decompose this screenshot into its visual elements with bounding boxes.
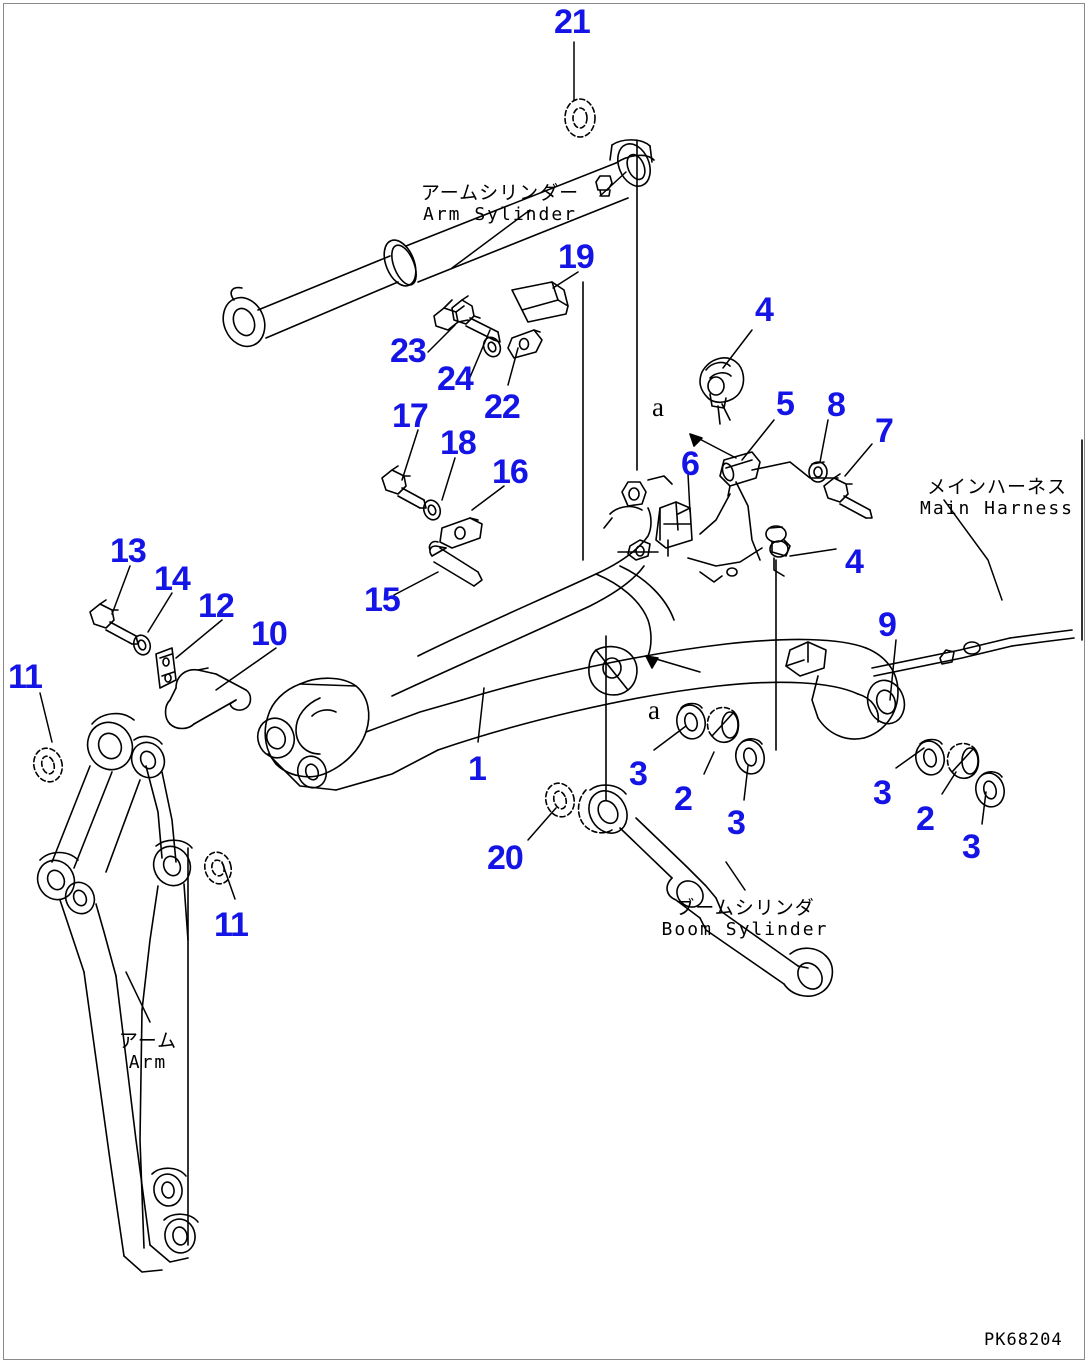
- annotation-arm: アーム Arm: [119, 1030, 177, 1073]
- callout-12: 12: [198, 587, 235, 625]
- boom-cylinder-assembly: [577, 784, 834, 997]
- callout-7: 7: [875, 412, 894, 450]
- main-harness-wire: [871, 629, 1075, 677]
- arm-assembly: [36, 712, 199, 1273]
- ref-letter-a-lower: a: [648, 695, 660, 725]
- leader-lines: [39, 41, 1003, 1023]
- part-14-washer: [132, 634, 152, 656]
- annotation-arm-cylinder: アームシリンダー Arm Sylinder: [421, 182, 579, 225]
- callout-16: 16: [492, 453, 529, 491]
- reference-lines: [187, 139, 1083, 1246]
- ref-arrow-a-upper: [689, 433, 737, 459]
- sheet-code: PK68204: [984, 1330, 1063, 1350]
- annotation-arm-cylinder-en: Arm Sylinder: [422, 204, 578, 225]
- callout-14: 14: [154, 560, 191, 598]
- annotation-arm-jp: アーム: [118, 1030, 178, 1052]
- callout-2-center: 2: [674, 780, 693, 818]
- part-21-washer: [564, 98, 596, 138]
- part-23-bolt: [451, 295, 501, 343]
- callout-6: 6: [681, 445, 700, 483]
- callout-11-arm: 11: [214, 906, 249, 944]
- part-19-bracket: [511, 281, 569, 323]
- part-3-bushing-r1: [915, 738, 945, 776]
- part-3-bushing-r2: [975, 771, 1005, 808]
- part-4-lamp: [699, 357, 745, 425]
- part-18-washer: [422, 499, 442, 521]
- callout-24: 24: [437, 360, 474, 398]
- part-24-washer: [482, 336, 502, 358]
- parts-right-bushings: [915, 738, 1005, 808]
- harness-wires: [699, 461, 839, 561]
- callout-15: 15: [364, 581, 401, 619]
- callout-19: 19: [558, 238, 595, 276]
- callout-5: 5: [776, 385, 795, 423]
- callout-4-lower: 4: [845, 543, 864, 581]
- annotation-boom-cylinder-en: Boom Sylinder: [661, 919, 829, 940]
- annotation-arm-en: Arm: [128, 1052, 168, 1073]
- callout-3-center-2: 3: [727, 804, 746, 842]
- part-11-washer-left: [32, 747, 64, 783]
- part-3-bushing-c2: [735, 738, 765, 775]
- part-11-washer-arm: [203, 851, 233, 885]
- part-8-washer: [808, 461, 828, 483]
- parts-center-bushings: [676, 702, 765, 775]
- callout-3-center-1: 3: [629, 755, 648, 793]
- ref-arrow-a-lower: [645, 655, 701, 673]
- part-3-bushing-c1: [676, 702, 706, 740]
- callout-11-left: 11: [8, 658, 43, 696]
- annotation-main-harness-jp: メインハーネス: [926, 476, 1068, 498]
- callout-13: 13: [110, 532, 147, 570]
- annotation-main-harness: メインハーネス Main Harness: [920, 476, 1074, 519]
- part-2-bushing-c: [706, 706, 740, 744]
- part-16-spacer: [439, 517, 483, 549]
- annotation-boom-cylinder-jp: ブームシリンダ: [675, 897, 815, 919]
- callout-22: 22: [484, 388, 521, 426]
- callout-3-right-2: 3: [962, 828, 981, 866]
- callout-8: 8: [827, 386, 846, 424]
- part-10-link: [164, 667, 252, 730]
- part-6-harness-bracket: [655, 501, 693, 557]
- part-4-lower-connector: [617, 525, 791, 583]
- callout-2-right: 2: [916, 800, 935, 838]
- callout-20: 20: [487, 839, 524, 877]
- callout-3-right-1: 3: [873, 774, 892, 812]
- part-12-plate: [155, 647, 177, 689]
- callout-1: 1: [468, 750, 487, 788]
- arm-cylinder-assembly: [222, 139, 655, 348]
- callout-4-upper: 4: [755, 291, 774, 329]
- part-20-washer: [544, 782, 576, 818]
- annotation-boom-cylinder: ブームシリンダ Boom Sylinder: [662, 897, 829, 940]
- callout-23: 23: [390, 332, 427, 370]
- callout-10: 10: [251, 615, 288, 653]
- callout-18: 18: [440, 424, 477, 462]
- callout-9: 9: [878, 606, 897, 644]
- callout-17: 17: [392, 397, 429, 435]
- part-15-pin: [428, 540, 483, 587]
- callout-21: 21: [554, 3, 591, 41]
- part-1-boom: [256, 475, 906, 791]
- annotation-arm-cylinder-jp: アームシリンダー: [420, 182, 580, 204]
- part-7-bolt: [823, 473, 873, 519]
- ref-letter-a-upper: a: [652, 392, 664, 422]
- annotation-main-harness-en: Main Harness: [919, 498, 1075, 519]
- part-5-connector: [719, 451, 761, 497]
- part-22-clamp: [507, 329, 543, 359]
- part-2-bushing-r: [946, 742, 980, 780]
